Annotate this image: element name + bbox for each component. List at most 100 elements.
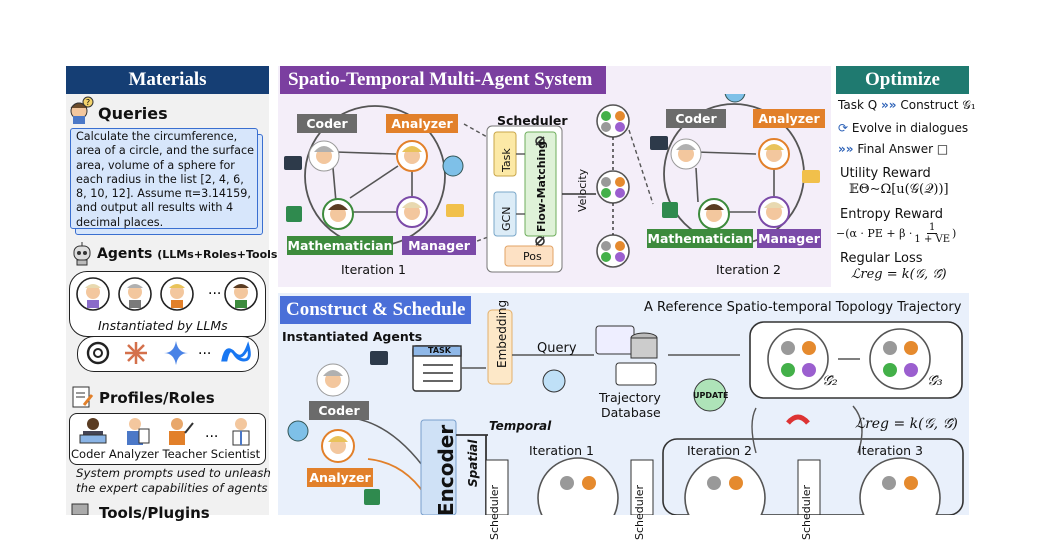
- regular-formula: ℒreg = k(𝒢, 𝒢̂): [851, 267, 947, 282]
- entropy-numerator: 1: [927, 222, 938, 234]
- embedding-box: [487, 309, 513, 385]
- folder-icon: [446, 204, 464, 217]
- materials-header: Materials: [66, 66, 269, 94]
- scheduler-2-box: [630, 459, 654, 515]
- stmas2-manager-avatar-icon: [758, 196, 790, 228]
- construct-diagram: [287, 309, 964, 515]
- role-coder: Coder: [71, 447, 106, 461]
- excel2-icon: [662, 202, 678, 218]
- folder2-icon: [802, 170, 820, 183]
- stmas-analyzer-label: Analyzer: [386, 114, 458, 133]
- stmas-manager-avatar-icon: [396, 196, 428, 228]
- final-answer-text: Final Answer: [857, 142, 934, 156]
- agent-avatar-3: [160, 277, 194, 311]
- entropy-prefix: −(α · PE + β ·: [836, 227, 913, 240]
- queries-label: Queries: [98, 104, 168, 123]
- reference-trajectory: A Reference Spatio-temporal Topology Tra…: [644, 300, 962, 315]
- role-teacher: Teacher: [162, 447, 208, 461]
- task-label: Task: [500, 148, 513, 172]
- scheduler-2-label: Scheduler: [633, 484, 646, 540]
- agent-avatar-2: [118, 277, 152, 311]
- optimize-panel: [836, 66, 969, 287]
- trajectory-db-label2: Database: [601, 405, 661, 420]
- scheduler-3-label: Scheduler: [800, 484, 813, 540]
- globe2-icon: [724, 94, 746, 103]
- embedding-label: Embedding: [495, 299, 509, 368]
- stmas2-analyzer-avatar-icon: [758, 138, 790, 170]
- construct-globe-icon: [287, 420, 309, 442]
- loss-label: ℒreg = k(𝒢, 𝒢̂): [855, 416, 958, 432]
- tools-label: Tools/Plugins: [99, 504, 210, 522]
- entropy-denominator: 1 + VE: [914, 234, 951, 245]
- system-prompt-line2: the expert capabilities of agents: [76, 481, 268, 495]
- role-scientist: Scientist: [210, 447, 261, 461]
- analyzer-figure-icon: [127, 418, 150, 445]
- iter1-graph: [537, 457, 619, 515]
- construct-coder-label: Coder: [309, 401, 369, 420]
- stmas2-coder-label: Coder: [666, 109, 726, 128]
- llm-logos: ···: [86, 341, 251, 365]
- construct-coder-avatar-icon: [316, 363, 350, 397]
- stmas-coder-label: Coder: [297, 114, 357, 133]
- optimize-line1: Task Q »» Construct 𝒢₁: [838, 98, 976, 113]
- utility-label: Utility Reward: [840, 166, 931, 181]
- construct-iteration2: Iteration 2: [687, 443, 752, 458]
- construct-iteration3: Iteration 3: [858, 443, 923, 458]
- agent-avatar-1: [76, 277, 110, 311]
- mini-graph-bottom: [596, 234, 630, 268]
- profile-role-names: Coder Analyzer Teacher Scientist: [71, 447, 260, 461]
- stmas-analyzer-avatar-icon: [396, 140, 428, 172]
- globe-icon: [442, 155, 464, 177]
- scheduler-1-label: Scheduler: [488, 484, 501, 540]
- stmas-manager-label: Manager: [402, 236, 476, 255]
- instantiated-by-llms: Instantiated by LLMs: [98, 318, 228, 333]
- stmas-diagram: [284, 94, 820, 273]
- scheduler-1-box: [485, 459, 509, 515]
- construct-analyzer-avatar-icon: [321, 429, 355, 463]
- profile-figures: ...: [79, 418, 250, 446]
- profiles-label: Profiles/Roles: [99, 389, 215, 407]
- scheduler-label: Scheduler: [497, 113, 568, 128]
- trajectory-db-icon: [595, 325, 658, 386]
- openai-logo-icon: [86, 341, 110, 365]
- stmas-mathematician-avatar-icon: [322, 198, 354, 230]
- query-card: [70, 128, 258, 229]
- claude-logo-icon: [125, 342, 147, 364]
- materials-title: Materials: [128, 69, 207, 90]
- mini-graph-middle: [596, 170, 630, 204]
- optimize-line2: ⟳ Evolve in dialogues: [838, 121, 968, 135]
- stmas-iteration1: Iteration 1: [341, 262, 406, 277]
- query-text: Calculate the circumference, area of a c…: [76, 130, 254, 229]
- iteration2-box: [662, 438, 964, 515]
- magnet-icon: [786, 414, 810, 425]
- task-q: Task Q: [838, 98, 878, 112]
- construct-text: Construct: [900, 98, 959, 112]
- evolve-icon: ⟳: [838, 121, 849, 135]
- llm-ellipsis: ···: [198, 346, 211, 362]
- query-label: Query: [537, 341, 577, 356]
- update-icon: [693, 378, 727, 412]
- construct-iteration1: Iteration 1: [529, 443, 594, 458]
- stmas2-mathematician-label: Mathematician: [647, 229, 753, 248]
- terminal2-icon: [650, 136, 668, 150]
- construct-header: Construct & Schedule: [280, 296, 471, 324]
- entropy-suffix: ): [952, 227, 957, 240]
- task-card-label: TASK: [428, 346, 451, 355]
- svg-text:?: ?: [86, 98, 90, 107]
- search-db-icon: [542, 369, 566, 393]
- construct-terminal-icon: [370, 351, 388, 365]
- trajectory-db-label1: Trajectory: [599, 390, 661, 405]
- construct-analyzer-label: Analyzer: [307, 468, 373, 487]
- regular-label: Regular Loss: [840, 251, 923, 266]
- optimize-line3: »» Final Answer □: [838, 142, 948, 156]
- gcn-label: GCN: [500, 206, 513, 231]
- scheduler-3-box: [797, 459, 821, 515]
- g2-label: 𝒢̂₂: [822, 373, 838, 389]
- meta-logo-icon: [221, 341, 251, 362]
- g1-symbol: 𝒢₁: [962, 98, 976, 112]
- stmas2-coder-avatar-icon: [670, 138, 702, 170]
- agent-avatar-4: [224, 277, 258, 311]
- optimize-title: Optimize: [865, 69, 940, 90]
- ref-graph-g3: [869, 328, 931, 390]
- chevrons-icon: »»: [881, 98, 897, 112]
